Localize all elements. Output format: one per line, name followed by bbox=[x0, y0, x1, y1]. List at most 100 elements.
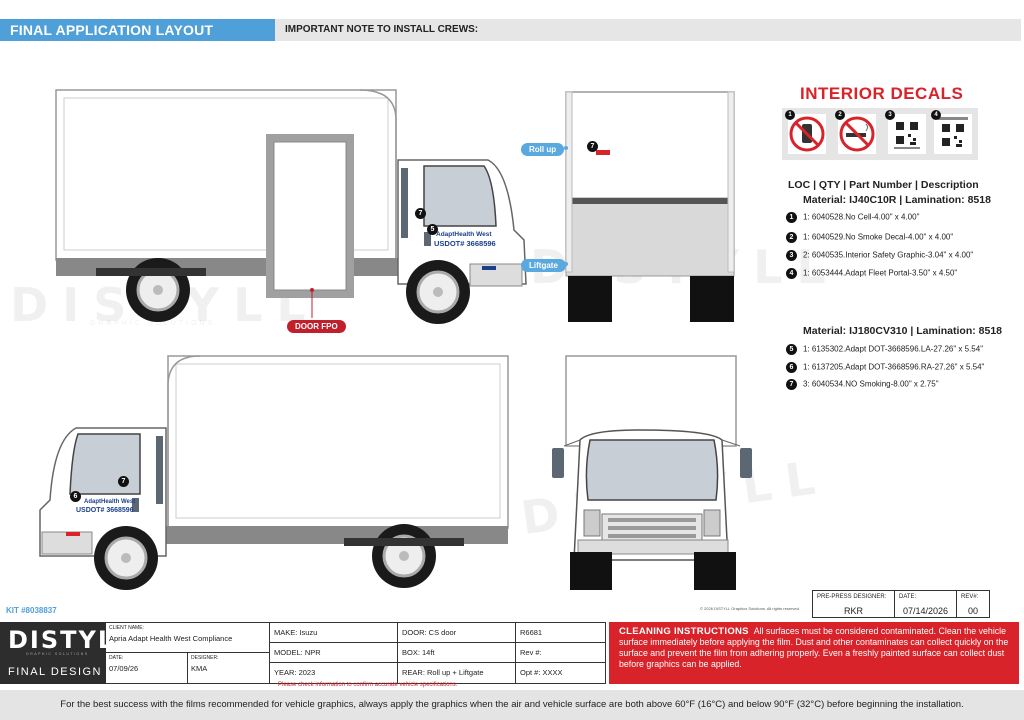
client-label: CLIENT NAME: bbox=[109, 625, 144, 631]
location-marker-7: 7 bbox=[415, 208, 426, 219]
box-cell: BOX: 14ft bbox=[398, 643, 516, 663]
prepress-rev-label: REV#: bbox=[961, 594, 979, 600]
logo-subtitle: GRAPHIC SOLUTIONS bbox=[26, 652, 89, 656]
cleaning-title: CLEANING INSTRUCTIONS bbox=[619, 626, 749, 637]
part-description: 1: 6053444.Adapt Fleet Portal-3.50" x 4.… bbox=[803, 268, 958, 278]
designer-value: KMA bbox=[191, 664, 208, 673]
door-cell: DOOR: CS door bbox=[398, 623, 516, 643]
interior-decals-title: INTERIOR DECALS bbox=[800, 84, 964, 103]
location-marker-5: 5 bbox=[427, 224, 438, 235]
model-cell: MODEL: NPR bbox=[270, 643, 398, 663]
part-row: 5 1: 6135302.Adapt DOT-3668596.LA-27.26" … bbox=[786, 344, 983, 355]
part-row: 2 1: 6040529.No Smoke Decal-4.00" x 4.00" bbox=[786, 232, 953, 243]
make-cell: MAKE: Isuzu bbox=[270, 623, 398, 643]
part-description: 1: 6135302.Adapt DOT-3668596.LA-27.26" x… bbox=[803, 344, 984, 354]
layout-title: FINAL APPLICATION LAYOUT bbox=[0, 19, 275, 41]
part-loc-marker: 2 bbox=[786, 232, 797, 243]
part-loc-marker: 6 bbox=[786, 362, 797, 373]
installation-temperature-note: For the best success with the films reco… bbox=[0, 690, 1024, 720]
part-loc-marker: 7 bbox=[786, 379, 797, 390]
rear-cell: REAR: Roll up + Liftgate bbox=[398, 663, 516, 684]
year-cell: YEAR: 2023 bbox=[270, 663, 398, 684]
decal-tile-1: 1 bbox=[785, 110, 826, 154]
decal-number: 1 bbox=[785, 110, 795, 120]
rev-cell: Rev #: bbox=[516, 643, 606, 663]
prepress-designer-cell: PRE-PRESS DESIGNER: RKR bbox=[813, 591, 895, 617]
job-info-table: CLIENT NAME: Apria Adapt Health West Com… bbox=[106, 622, 606, 684]
dot-decal-usdot: USDOT# 3668596 bbox=[434, 239, 496, 248]
dot-decal-company: AdaptHealth West bbox=[84, 499, 136, 505]
client-cell: CLIENT NAME: Apria Adapt Health West Com… bbox=[106, 623, 270, 653]
order-value: R6681 bbox=[520, 628, 543, 637]
prepress-date-cell: DATE: 07/14/2026 bbox=[895, 591, 957, 617]
watermark-sub: GRAPHIC SOLUTIONS bbox=[90, 320, 216, 327]
cleaning-text: All surfaces must be considered contamin… bbox=[619, 626, 1009, 669]
material-heading-1: Material: IJ40C10R | Lamination: 8518 bbox=[803, 194, 991, 206]
designer-cell: DESIGNER: KMA bbox=[188, 653, 270, 684]
dot-decal-usdot: USDOT# 3668596 bbox=[76, 507, 134, 514]
dot-decal-company: AdaptHealth West bbox=[436, 231, 492, 238]
kit-number: KIT #8038837 bbox=[6, 606, 57, 615]
prepress-designer-label: PRE-PRESS DESIGNER: bbox=[817, 594, 887, 600]
part-loc-marker: 1 bbox=[786, 212, 797, 223]
decal-tile-4: 4 bbox=[931, 110, 972, 154]
part-row: 3 2: 6040535.Interior Safety Graphic-3.04… bbox=[786, 250, 973, 261]
location-marker-7: 7 bbox=[118, 476, 129, 487]
passenger-side-view bbox=[55, 89, 527, 324]
prepress-rev-cell: REV#: 00 bbox=[957, 591, 989, 617]
qr-code-icon bbox=[888, 114, 926, 154]
final-design-label: FINAL DESIGN bbox=[8, 666, 102, 678]
part-description: 1: 6040529.No Smoke Decal-4.00" x 4.00" bbox=[803, 232, 954, 242]
rear-value: REAR: Roll up + Liftgate bbox=[402, 668, 484, 677]
date-cell: DATE: 07/09/26 bbox=[106, 653, 188, 684]
spec-warning: Please check information to confirm accu… bbox=[278, 682, 458, 688]
driver-side-view bbox=[39, 355, 509, 590]
prepress-rev-value: 00 bbox=[967, 606, 978, 616]
part-description: 3: 6040534.NO Smoking-8.00" x 2.75" bbox=[803, 379, 939, 389]
material-heading-2: Material: IJ180CV310 | Lamination: 8518 bbox=[803, 325, 1003, 337]
prepress-designer-value: RKR bbox=[843, 606, 863, 616]
install-note-heading: IMPORTANT NOTE TO INSTALL CREWS: bbox=[275, 19, 1021, 41]
rollup-callout: Roll up bbox=[521, 143, 565, 156]
box-value: BOX: 14ft bbox=[402, 648, 435, 657]
part-loc-marker: 4 bbox=[786, 268, 797, 279]
parts-table-header: LOC | QTY | Part Number | Description bbox=[788, 179, 979, 191]
decal-number: 2 bbox=[835, 110, 845, 120]
part-description: 2: 6040535.Interior Safety Graphic-3.04"… bbox=[803, 250, 974, 260]
qr-code-icon bbox=[934, 114, 972, 154]
door-fpo-callout: DOOR FPO bbox=[287, 320, 346, 333]
part-row: 7 3: 6040534.NO Smoking-8.00" x 2.75" bbox=[786, 379, 939, 390]
rev-value: Rev #: bbox=[520, 648, 542, 657]
part-row: 6 1: 6137205.Adapt DOT-3668596.RA-27.26" … bbox=[786, 362, 984, 373]
prepress-date-value: 07/14/2026 bbox=[902, 606, 949, 616]
order-cell: R6681 bbox=[516, 623, 606, 643]
year-value: YEAR: 2023 bbox=[274, 668, 316, 677]
cleaning-instructions: CLEANING INSTRUCTIONS All surfaces must … bbox=[609, 622, 1019, 684]
prepress-date-label: DATE: bbox=[899, 594, 917, 600]
liftgate-callout: Liftgate bbox=[521, 259, 566, 272]
part-loc-marker: 5 bbox=[786, 344, 797, 355]
distyll-logo: DISTYLL GRAPHIC SOLUTIONS FINAL DESIGN bbox=[0, 622, 130, 684]
date-value: 07/09/26 bbox=[109, 664, 139, 673]
location-marker-7: 7 bbox=[587, 141, 598, 152]
opt-value: Opt #: XXXX bbox=[520, 668, 563, 677]
decal-tile-2: 2 bbox=[835, 110, 876, 154]
model-value: MODEL: NPR bbox=[274, 648, 321, 657]
part-loc-marker: 3 bbox=[786, 250, 797, 261]
part-row: 1 1: 6040528.No Cell-4.00" x 4.00" bbox=[786, 212, 919, 223]
part-row: 4 1: 6053444.Adapt Fleet Portal-3.50" x 4… bbox=[786, 268, 957, 279]
logo-wordmark: DISTYLL bbox=[8, 626, 133, 654]
decal-number: 4 bbox=[931, 110, 941, 120]
decal-tile-3: 3 bbox=[885, 110, 926, 154]
no-smoking-icon bbox=[838, 114, 876, 154]
part-description: 1: 6137205.Adapt DOT-3668596.RA-27.26" x… bbox=[803, 362, 985, 372]
client-value: Apria Adapt Health West Compliance bbox=[109, 634, 233, 643]
part-description: 1: 6040528.No Cell-4.00" x 4.00" bbox=[803, 212, 920, 222]
designer-label: DESIGNER: bbox=[191, 655, 219, 661]
no-cell-phone-icon bbox=[788, 114, 826, 154]
make-value: MAKE: Isuzu bbox=[274, 628, 318, 637]
date-label: DATE: bbox=[109, 655, 124, 661]
prepress-box: PRE-PRESS DESIGNER: RKR DATE: 07/14/2026… bbox=[812, 590, 990, 618]
location-marker-6: 6 bbox=[70, 491, 81, 502]
copyright: © 2026 DISTYLL Graphics Solutions. All r… bbox=[700, 606, 800, 611]
